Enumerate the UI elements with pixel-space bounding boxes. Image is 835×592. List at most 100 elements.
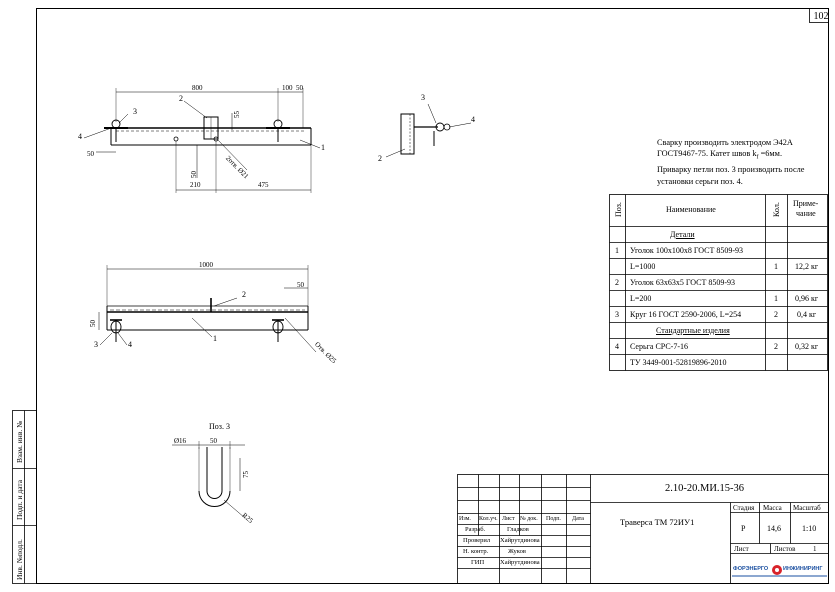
- scale-value: 1:10: [802, 524, 817, 533]
- col-list: Лист: [502, 516, 515, 522]
- front-view: [98, 265, 317, 353]
- col-data: Дата: [572, 516, 584, 522]
- spec-header-note-1: Приме-: [793, 199, 819, 208]
- dim-50-front: 50: [89, 320, 97, 327]
- mass-label: Масса: [763, 504, 782, 512]
- spec-row-7-name: Серьга СРС-7-16: [630, 342, 689, 351]
- stage-value: Р: [741, 524, 746, 533]
- page-number: 102: [813, 11, 829, 22]
- side-stamp: [12, 410, 37, 584]
- dim-100: 100: [282, 84, 293, 92]
- top-pos-1: 1: [321, 143, 325, 152]
- stamp-sign-date: Подп. и дата: [15, 479, 24, 520]
- detail-d16: Ø16: [174, 437, 187, 445]
- sheets-label: Листов: [774, 545, 796, 553]
- spec-row-4-qty: 1: [774, 294, 778, 303]
- front-pos-3: 3: [94, 340, 98, 349]
- document-code: 2.10-20.МИ.15-36: [665, 483, 745, 494]
- side-pos-4: 4: [471, 115, 475, 124]
- dim-210: 210: [190, 181, 201, 189]
- spec-header-pos: Поз.: [614, 202, 623, 217]
- name-nkontr: Жуков: [508, 548, 526, 555]
- spec-row-7-note: 0,32 кг: [795, 342, 819, 351]
- mass-value: 14,6: [767, 524, 781, 533]
- spec-row-2-note: 12,2 кг: [795, 262, 819, 271]
- role-gip: ГИП: [471, 559, 485, 566]
- spec-table-grid: [609, 194, 828, 371]
- page-number-box: [809, 8, 829, 23]
- spec-row-1-name: Уголок 100х100х8 ГОСТ 8509-93: [630, 246, 744, 255]
- role-proveril: Проверил: [463, 537, 491, 544]
- col-izm: Изм.: [459, 516, 471, 522]
- name-razrab: Гладков: [507, 526, 529, 533]
- front-pos-4: 4: [128, 340, 132, 349]
- logo-text-left: ФОРЭНЕРГО: [733, 566, 769, 572]
- spec-header-note-2: чание: [796, 209, 816, 218]
- note-line: Приварку петли поз. 3 производить после: [657, 165, 805, 175]
- spec-row-5-note: 0,4 кг: [797, 310, 817, 319]
- spec-row-3-pos: 2: [615, 278, 619, 287]
- logo-text-right: ИНЖИНИРИНГ: [783, 566, 823, 572]
- spec-row-6-name: Стандартные изделия: [656, 326, 730, 335]
- dim-475: 475: [258, 181, 269, 189]
- top-view: [83, 88, 321, 193]
- name-proveril: Хайрутдинова: [500, 537, 540, 544]
- spec-row-2-name: L=1000: [630, 262, 656, 271]
- dim-800: 800: [192, 84, 203, 92]
- dim-50-top: 50: [296, 84, 303, 92]
- spec-row-5-pos: 3: [615, 310, 619, 319]
- detail-d75: 75: [242, 471, 250, 478]
- spec-row-4-name: L=200: [630, 294, 652, 303]
- technical-notes: Сварку производить электродом Э42А ГОСТ9…: [657, 137, 829, 187]
- spec-header-name: Наименование: [666, 205, 716, 214]
- detail-title: Поз. 3: [209, 422, 230, 431]
- top-pos-3: 3: [133, 107, 137, 116]
- col-podp: Подп.: [546, 516, 561, 522]
- spec-row-5-qty: 2: [774, 310, 778, 319]
- stamp-inv-ref: Взам. инв. №: [15, 420, 24, 463]
- scale-label: Масштаб: [793, 504, 821, 512]
- stamp-inv-orig: Инв. №подл.: [15, 539, 24, 580]
- spec-row-4-note: 0,96 кг: [795, 294, 819, 303]
- dim-50-vert: 50: [190, 171, 198, 178]
- side-pos-2: 2: [378, 154, 382, 163]
- spec-row-5-name: Круг 16 ГОСТ 2590-2006, L=254: [630, 310, 742, 319]
- side-view: [385, 103, 472, 158]
- top-pos-4: 4: [78, 132, 82, 141]
- dim-55: 55: [233, 111, 241, 118]
- front-pos-1: 1: [213, 334, 217, 343]
- role-razrab: Разраб.: [465, 526, 486, 533]
- spec-row-2-qty: 1: [774, 262, 778, 271]
- sheet-label: Лист: [734, 545, 749, 553]
- logo-graphic: [732, 565, 827, 577]
- dim-50-left: 50: [87, 150, 94, 158]
- top-pos-2: 2: [179, 94, 183, 103]
- spec-row-7-pos: 4: [615, 342, 619, 351]
- sheets-value: 1: [813, 545, 817, 553]
- stage-label: Стадия: [733, 504, 755, 512]
- dim-1000: 1000: [199, 261, 213, 269]
- side-pos-3: 3: [421, 93, 425, 102]
- drawing-title: Траверса ТМ 72ИУ1: [620, 517, 695, 527]
- spec-row-8-name: ТУ 3449-001-52819896-2010: [630, 358, 727, 367]
- company-logo: ФОРЭНЕРГО ИНЖИНИРИНГ: [732, 561, 827, 581]
- spec-row-3-name: Уголок 63х63х5 ГОСТ 8509-93: [630, 278, 736, 287]
- note-line: установки серьги поз. 4.: [657, 176, 743, 186]
- detail-pos3: [172, 441, 246, 519]
- title-block-grid: [457, 474, 829, 584]
- name-gip: Хайрутдинова: [500, 559, 540, 566]
- spec-row-1-pos: 1: [615, 246, 619, 255]
- dim-50-right: 50: [297, 281, 304, 289]
- sheet-border: [36, 8, 829, 584]
- spec-header-qty: Кол.: [772, 202, 781, 217]
- detail-d50: 50: [210, 437, 217, 445]
- note-line: ГОСТ9467-75. Катет швов kf =6мм.: [657, 149, 783, 161]
- col-koluch: Кол.уч.: [479, 516, 498, 522]
- role-nkontr: Н. контр.: [463, 548, 489, 555]
- col-ndoc: № док.: [520, 516, 538, 522]
- spec-row-0-name: Детали: [670, 230, 695, 239]
- spec-row-7-qty: 2: [774, 342, 778, 351]
- front-pos-2: 2: [242, 290, 246, 299]
- note-line: Сварку производить электродом Э42А: [657, 138, 793, 147]
